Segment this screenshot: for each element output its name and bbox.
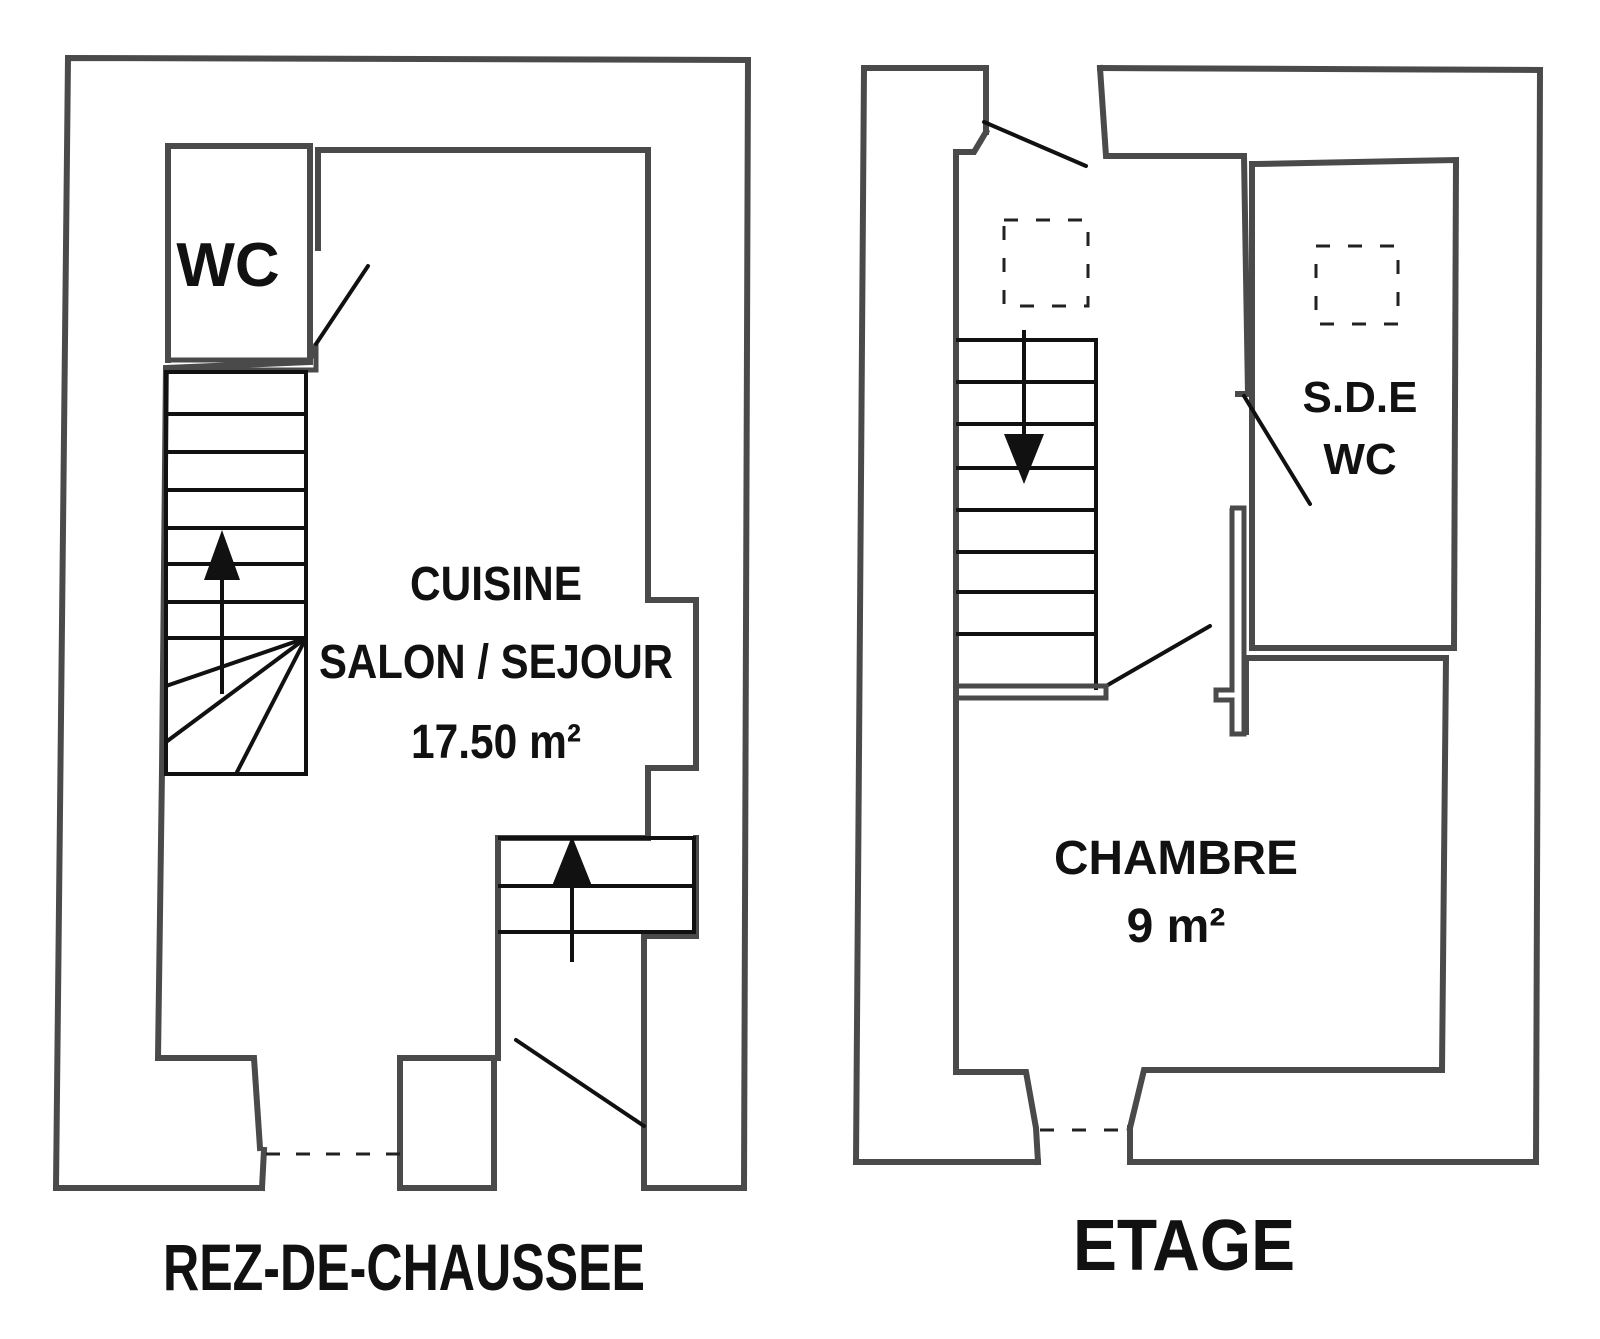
ground-outer-wall xyxy=(52,54,752,1191)
ground-entry-wall-left xyxy=(258,1146,268,1192)
upper-inner-wall xyxy=(953,127,1042,1166)
upper-sde-door xyxy=(1242,394,1312,506)
upper-skylight-marker-2 xyxy=(1314,244,1400,326)
up-arrow-icon xyxy=(204,530,240,580)
upper-sde-wall xyxy=(1249,156,1460,651)
ground-entry-jamb xyxy=(397,1055,497,1191)
upper-staircase xyxy=(956,330,1109,701)
upper-bedroom-area: 9 m² xyxy=(1127,900,1226,953)
ground-floor-title: REZ-DE-CHAUSSEE xyxy=(163,1230,645,1304)
ground-floor-plan: WC CUISINE SALON / SEJOUR 17.50 m² REZ-D… xyxy=(52,54,752,1304)
upper-bedroom-wall xyxy=(1126,655,1450,1132)
upper-floor-plan: S.D.E WC CHAMBRE 9 m² ETAGE xyxy=(852,64,1544,1286)
ground-main-room-area: 17.50 m² xyxy=(411,716,581,769)
upper-partition xyxy=(1213,505,1247,737)
upper-bath-label-2: WC xyxy=(1323,435,1396,484)
down-arrow-icon xyxy=(1004,434,1044,484)
upper-bath-label-1: S.D.E xyxy=(1303,373,1418,422)
upper-top-door xyxy=(982,120,1088,168)
upper-skylight-marker-1 xyxy=(1002,218,1090,308)
upper-outer-wall xyxy=(852,65,1041,1165)
upper-floor-title: ETAGE xyxy=(1073,1206,1295,1286)
ground-right-staircase xyxy=(498,836,696,962)
ground-entry-door xyxy=(514,1038,646,1128)
upper-outer-wall-right xyxy=(1096,64,1544,1165)
ground-wc-label: WC xyxy=(176,231,279,300)
ground-main-room-label-2: SALON / SEJOUR xyxy=(319,636,673,689)
ground-main-room-label-1: CUISINE xyxy=(410,558,582,611)
ground-wc-door xyxy=(314,264,370,346)
upper-inner-wall-top xyxy=(1096,64,1252,397)
ground-inner-wall-lower xyxy=(641,835,699,1111)
ground-left-staircase xyxy=(164,370,308,776)
up-arrow-icon xyxy=(552,836,592,886)
upper-stair-door xyxy=(1104,624,1212,688)
upper-bedroom-label: CHAMBRE xyxy=(1054,832,1298,885)
